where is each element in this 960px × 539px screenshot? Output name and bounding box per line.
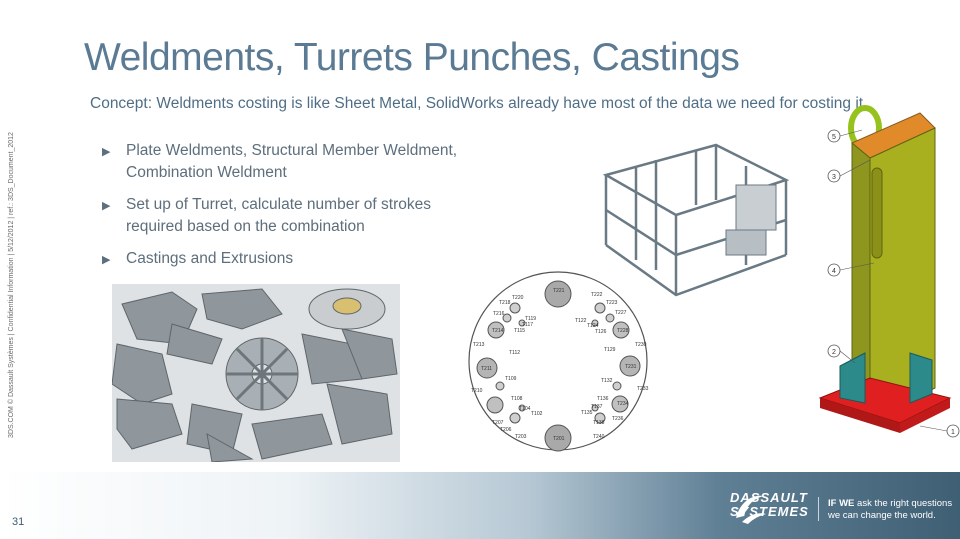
bullet-item: ▶ Plate Weldments, Structural Member Weld… (100, 140, 480, 184)
turret-label: T117 (522, 322, 533, 328)
turret-label: T132 (601, 378, 613, 384)
callout-number: 5 (832, 134, 836, 141)
callout-number: 2 (832, 349, 836, 356)
turret-label: T218 (499, 300, 511, 306)
turret-label: T211 (481, 366, 492, 372)
bullet-arrow-icon: ▶ (102, 200, 111, 212)
turret-label: T104 (519, 406, 531, 412)
bullet-arrow-icon: ▶ (102, 146, 111, 158)
turret-label: T112 (509, 350, 520, 356)
turret-label: T236 (612, 416, 624, 422)
bullet-item: ▶ Castings and Extrusions (100, 248, 480, 270)
slide-title: Weldments, Turrets Punches, Castings (84, 36, 740, 79)
turret-label: T223 (606, 300, 618, 306)
turret-label: T228 (617, 328, 629, 334)
footer-band (0, 472, 960, 539)
callout-number: 4 (832, 268, 836, 275)
turret-label: T203 (515, 434, 527, 440)
turret-diagram: T221 T222 T223 T227 T218 T220 T216 T119 … (468, 271, 649, 452)
turret-label: T213 (473, 342, 485, 348)
bullet-arrow-icon: ▶ (102, 254, 111, 266)
slogan: IF WE ask the right questions we can cha… (828, 498, 952, 522)
turret-label: T207 (492, 420, 504, 426)
turret-label: T124 (587, 323, 599, 329)
castings-image (112, 284, 400, 462)
dassault-logo-icon (736, 495, 766, 524)
turret-label: T231 (625, 364, 637, 370)
turret-label: T216 (493, 311, 505, 317)
logo-line: DASSAULT (730, 490, 808, 505)
turret-label: T102 (531, 411, 543, 417)
footer-divider (818, 497, 819, 521)
slogan-text: ask the right questions (854, 498, 953, 509)
turret-label: T233 (637, 386, 649, 392)
turret-label: T222 (591, 292, 603, 298)
turret-label: T115 (514, 328, 525, 334)
callout-number: 3 (832, 174, 836, 181)
confidential-text: 3DS.COM © Dassault Systèmes | Confidenti… (8, 132, 15, 438)
turret-label: T227 (615, 310, 627, 316)
turret-label: T220 (512, 295, 524, 301)
logo-wordmark: DASSAULT SYSTEMES (730, 491, 809, 519)
turret-label: T135 (581, 410, 593, 416)
turret-label: T210 (471, 388, 483, 394)
bullet-item: ▶ Set up of Turret, calculate number of s… (100, 194, 480, 238)
bullet-text: Castings and Extrusions (126, 250, 294, 267)
concept-text: Concept: Weldments costing is like Sheet… (90, 95, 868, 112)
turret-label: T138 (593, 420, 605, 426)
bullet-text: Set up of Turret, calculate number of st… (126, 196, 431, 235)
callout-number: 1 (951, 429, 955, 436)
slogan-text: we can change the world. (828, 510, 936, 521)
logo-line: SYSTEMES (730, 504, 809, 519)
turret-label: T129 (604, 347, 616, 353)
turret-label: T122 (575, 318, 587, 324)
frame-weldment-image (602, 143, 790, 297)
turret-label: T136 (597, 396, 609, 402)
bullet-list: ▶ Plate Weldments, Structural Member Weld… (100, 140, 480, 280)
turret-label: T119 (525, 316, 536, 322)
turret-label: T137 (591, 404, 603, 410)
turret-label: T126 (595, 329, 607, 335)
bullet-text: Plate Weldments, Structural Member Weldm… (126, 142, 458, 181)
turret-label: T108 (511, 396, 523, 402)
confidential-sidebar: 3DS.COM © Dassault Systèmes | Confidenti… (6, 132, 20, 438)
page-number: 31 (12, 516, 25, 528)
turret-label: T221 (553, 288, 565, 294)
turret-label: T234 (617, 401, 629, 407)
turret-label: T230 (635, 342, 647, 348)
turret-label: T214 (492, 328, 504, 334)
turret-label: T240 (593, 434, 605, 440)
slogan-bold: IF WE (828, 498, 855, 509)
turret-label: T201 (553, 436, 565, 442)
turret-label: T206 (500, 427, 512, 433)
turret-label: T109 (505, 376, 517, 382)
column-weldment-image: 5 3 4 2 1 (818, 105, 960, 438)
